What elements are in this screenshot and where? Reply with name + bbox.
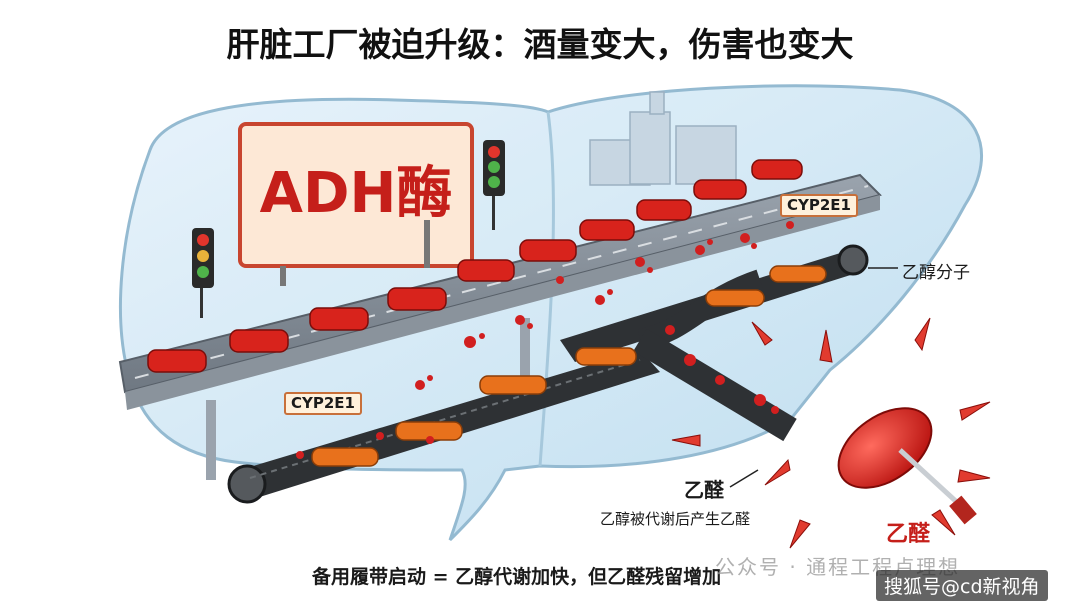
sohu-watermark: 搜狐号@cd新视角 bbox=[876, 570, 1048, 601]
cars bbox=[147, 159, 803, 373]
cyp2e1-tag-lower: CYP2E1 bbox=[284, 392, 362, 415]
acetaldehyde-note: 乙醇被代谢后产生乙醛 bbox=[600, 510, 751, 528]
cyp2e1-tag-upper: CYP2E1 bbox=[780, 194, 858, 217]
traffic-light-left bbox=[192, 228, 214, 318]
highway bbox=[118, 173, 882, 480]
bottom-caption: 备用履带启动 = 乙醇代谢加快，但乙醛残留增加 bbox=[312, 566, 722, 588]
factory-buildings bbox=[589, 91, 737, 186]
traffic-light-right bbox=[483, 140, 505, 230]
ethanol-molecule-label: 乙醇分子 bbox=[902, 263, 970, 283]
acetaldehyde-burst bbox=[671, 317, 991, 549]
page-title: 肝脏工厂被迫升级：酒量变大，伤害也变大 bbox=[226, 25, 854, 64]
adh-sign-label: ADH酶 bbox=[259, 161, 453, 226]
acetaldehyde-red-label: 乙醛 bbox=[886, 522, 931, 547]
tankers bbox=[311, 265, 827, 467]
acetaldehyde-leader-line bbox=[729, 469, 759, 488]
adh-sign-board bbox=[238, 122, 474, 268]
acetaldehyde-label: 乙醛 bbox=[684, 478, 724, 502]
